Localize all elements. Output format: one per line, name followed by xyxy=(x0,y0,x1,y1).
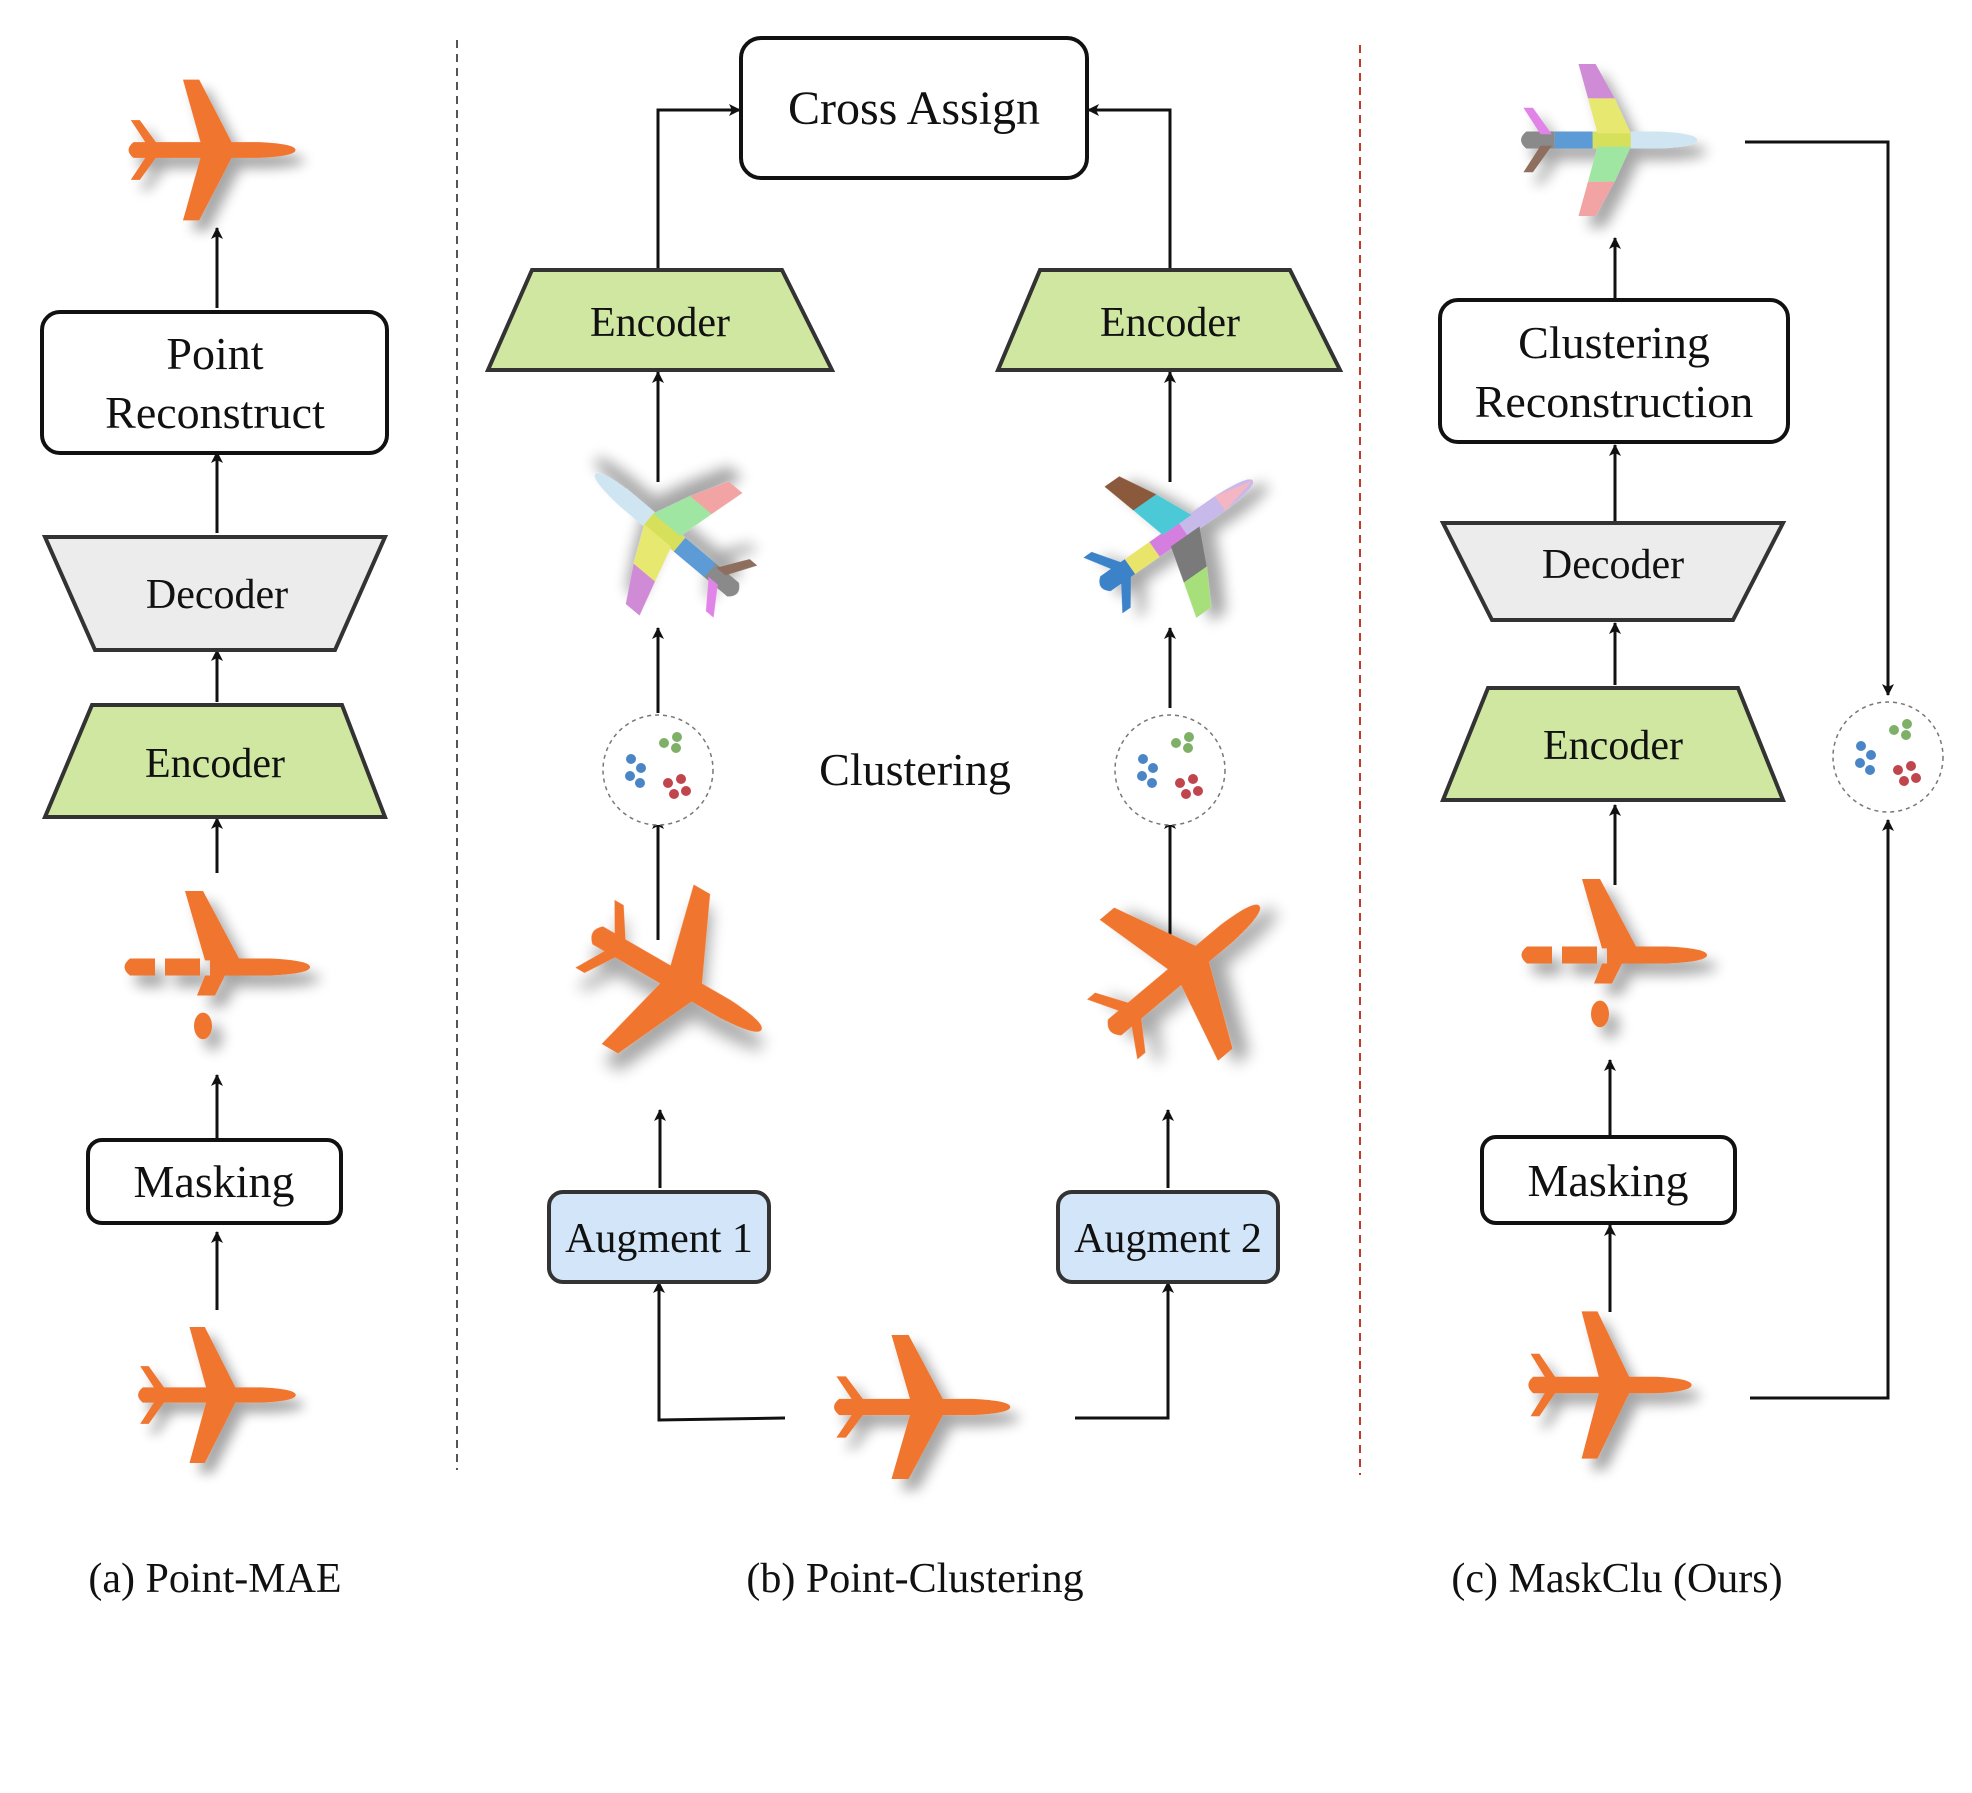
masking-label-a: Masking xyxy=(134,1156,295,1207)
caption-b: (b) Point-Clustering xyxy=(746,1556,1083,1602)
point-reconstruct-box xyxy=(40,310,389,455)
masking-box-c xyxy=(1480,1135,1737,1225)
cluster-circle-right xyxy=(1114,714,1226,826)
caption-a: (a) Point-MAE xyxy=(88,1556,341,1602)
clustering-reconstruction-line2: Reconstruction xyxy=(1475,376,1754,427)
masked-airplane-c xyxy=(1521,879,1707,1028)
encoder-label-a: Encoder xyxy=(145,741,285,787)
clustering-label: Clustering xyxy=(819,744,1011,795)
augment-2-label: Augment 2 xyxy=(1074,1216,1262,1262)
panel-c: Masking Encoder Decoder Clustering Recon… xyxy=(1438,63,1944,1602)
masked-airplane-a xyxy=(124,891,310,1040)
caption-c: (c) MaskClu (Ours) xyxy=(1451,1556,1782,1602)
masking-box-a xyxy=(86,1138,343,1225)
augment-2-box xyxy=(1056,1190,1280,1284)
encoder-label-c: Encoder xyxy=(1543,723,1683,769)
segmented-airplane-c xyxy=(1521,63,1698,216)
encoder-b-right xyxy=(994,268,1344,372)
decoder-c xyxy=(1439,521,1787,622)
segmented-airplane-1 xyxy=(543,412,789,655)
panel-a: Masking Encoder Decoder Point Reconstruc… xyxy=(40,79,389,1602)
masking-label-c: Masking xyxy=(1528,1155,1689,1206)
augment-1-box xyxy=(547,1190,771,1284)
point-reconstruct-line2: Reconstruct xyxy=(105,387,325,438)
clustering-reconstruction-box xyxy=(1438,298,1790,444)
augmented-airplane-1 xyxy=(546,852,808,1110)
encoder-label-b-right: Encoder xyxy=(1100,300,1240,346)
encoder-b-left xyxy=(484,268,836,372)
point-reconstruct-line1: Point xyxy=(166,328,263,379)
panel-b: Augment 1 Augment 2 Clustering Encoder E… xyxy=(484,36,1344,1602)
augmented-airplane-2 xyxy=(1051,835,1319,1102)
input-airplane-c xyxy=(1528,1311,1692,1459)
augment-1-label: Augment 1 xyxy=(565,1216,753,1262)
clustering-reconstruction-line1: Clustering xyxy=(1518,317,1710,368)
decoder-a xyxy=(41,535,389,652)
decoder-label-c: Decoder xyxy=(1542,542,1684,588)
input-airplane-a xyxy=(138,1327,296,1463)
cluster-circle-left xyxy=(602,714,714,826)
encoder-label-b-left: Encoder xyxy=(590,300,730,346)
cluster-circle-c xyxy=(1832,701,1944,813)
reconstructed-airplane-a xyxy=(128,79,296,221)
encoder-c xyxy=(1440,686,1786,802)
decoder-label-a: Decoder xyxy=(146,572,288,618)
cross-assign-box xyxy=(739,36,1089,180)
cross-assign-label: Cross Assign xyxy=(788,82,1040,135)
input-airplane-b xyxy=(834,1335,1011,1479)
segmented-airplane-2 xyxy=(1054,414,1299,653)
encoder-a xyxy=(41,703,388,819)
